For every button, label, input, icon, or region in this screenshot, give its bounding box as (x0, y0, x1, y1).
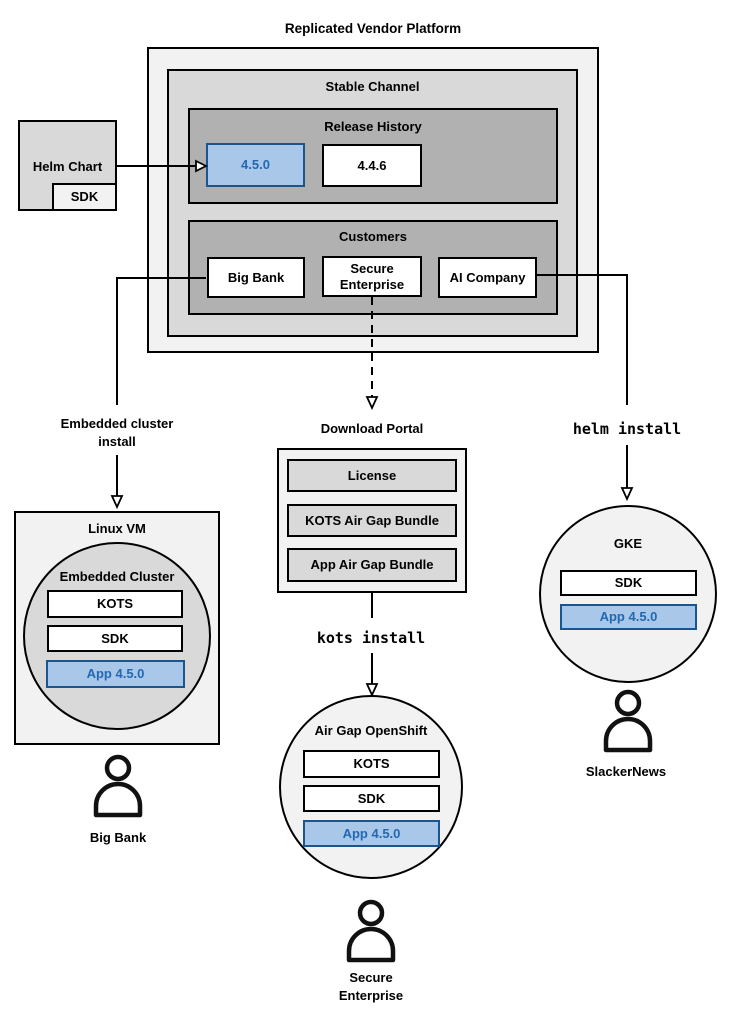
app-air-gap-bundle-box: App Air Gap Bundle (287, 548, 457, 582)
helm-chart-sdk-box: SDK (52, 183, 117, 211)
slackernews-person-icon (603, 689, 653, 753)
embedded-cluster-sdk-box: SDK (47, 625, 183, 652)
embedded-cluster-label: Embedded Cluster (59, 569, 175, 584)
openshift-app-box: App 4.5.0 (303, 820, 440, 847)
embedded-cluster-kots-box: KOTS (47, 590, 183, 618)
release-4-4-6: 4.4.6 (322, 144, 422, 187)
release-history-label: Release History (324, 119, 422, 134)
gke-arrowhead (620, 487, 634, 502)
gke-sdk-box: SDK (560, 570, 697, 596)
slackernews-persona-label: SlackerNews (585, 764, 667, 779)
customer-secure-enterprise: Secure Enterprise (322, 256, 422, 297)
openshift-kots-box: KOTS (303, 750, 440, 778)
secure-enterprise-person-icon (346, 899, 396, 963)
gke-label: GKE (613, 536, 643, 551)
customer-ai-company: AI Company (438, 257, 537, 298)
download-portal-label: Download Portal (320, 421, 424, 436)
big-bank-person-icon (93, 754, 143, 818)
kots-air-gap-bundle-box: KOTS Air Gap Bundle (287, 504, 457, 537)
linux-vm-label: Linux VM (88, 521, 146, 536)
embedded-install-arrowhead (110, 495, 124, 510)
customer-big-bank: Big Bank (207, 257, 305, 298)
big-bank-persona-label: Big Bank (89, 830, 147, 845)
openshift-arrowhead (365, 683, 379, 698)
embedded-cluster-app-box: App 4.5.0 (46, 660, 185, 688)
helm-chart-label: Helm Chart (32, 159, 103, 174)
openshift-sdk-box: SDK (303, 785, 440, 812)
air-gap-openshift-label: Air Gap OpenShift (314, 723, 428, 738)
kots-install-command-label: kots install (316, 629, 426, 647)
embedded-cluster-install-label: Embedded cluster install (60, 416, 174, 449)
download-portal-arrowhead (365, 396, 379, 411)
customers-label: Customers (339, 229, 407, 244)
gke-app-box: App 4.5.0 (560, 604, 697, 630)
helm-install-command-label: helm install (572, 420, 682, 438)
license-box: License (287, 459, 457, 492)
stable-channel-label: Stable Channel (325, 79, 420, 94)
diagram-title: Replicated Vendor Platform (284, 21, 462, 36)
release-4-5-0: 4.5.0 (206, 143, 305, 187)
secure-enterprise-persona-label: Secure Enterprise (338, 970, 404, 1003)
